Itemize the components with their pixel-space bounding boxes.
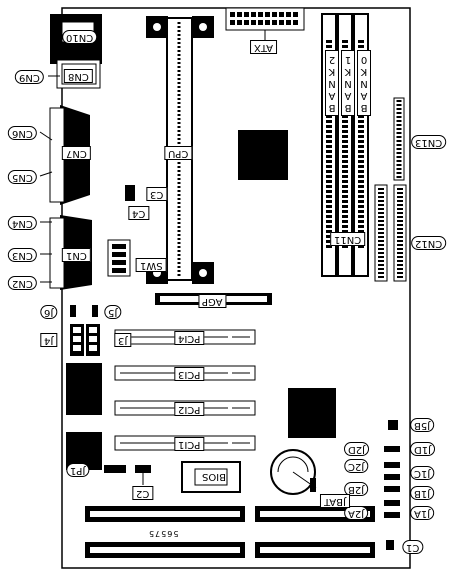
label-cn2: CN2 — [8, 276, 37, 290]
label-cn6: CN6 — [8, 126, 37, 140]
label-j2a: J2A — [344, 506, 369, 520]
label-cn5: CN5 — [8, 170, 37, 184]
label-bank0: BANK0 — [357, 50, 371, 116]
label-j5b: J5B — [410, 418, 435, 432]
label-jp1: JP1 — [66, 463, 90, 477]
label-pci3: PCI3 — [174, 367, 205, 381]
label-j4: J4 — [40, 333, 58, 347]
chip-left-1 — [66, 363, 102, 415]
label-j1a: J1A — [410, 506, 435, 520]
label-pci2: PCI2 — [174, 402, 205, 416]
label-sw1: SW1 — [136, 258, 167, 272]
label-cn3: CN3 — [8, 248, 37, 262]
label-j5: J5 — [104, 305, 122, 319]
label-cpu: CPU — [164, 146, 193, 160]
label-pci4: PCI4 — [174, 331, 205, 345]
isa-slots — [85, 506, 375, 558]
label-agp: AGP — [198, 294, 227, 308]
label-board-id: 56575 — [148, 529, 179, 538]
label-bios: BIOS — [202, 471, 227, 482]
pci-slots — [114, 329, 256, 451]
north-bridge-chip — [238, 130, 288, 180]
label-cn10: CN10 — [62, 30, 98, 44]
label-bank1: BANK1 — [341, 50, 355, 116]
south-bridge-chip — [288, 388, 336, 438]
label-cn9: CN9 — [15, 70, 44, 84]
label-bank2: BANK2 — [325, 50, 339, 116]
label-jbat: JBAT — [320, 494, 350, 508]
label-c3: C3 — [146, 187, 168, 201]
label-j6: J6 — [40, 305, 58, 319]
label-j1b: J1B — [410, 486, 435, 500]
label-c4: C4 — [128, 206, 150, 220]
label-cn1: CN1 — [62, 248, 91, 262]
label-cn7: CN7 — [62, 146, 91, 160]
label-j2d: J2D — [344, 442, 370, 456]
label-j2c: J2C — [344, 459, 369, 473]
label-pci1: PCI1 — [174, 437, 205, 451]
label-cn4: CN4 — [8, 216, 37, 230]
label-cn13: CN13 — [411, 135, 447, 149]
label-cn11: CN11 — [330, 232, 366, 246]
label-j3: J3 — [114, 333, 132, 347]
label-c2: C2 — [132, 486, 154, 500]
label-j1d: J1D — [410, 442, 436, 456]
label-c1: C1 — [402, 540, 424, 554]
label-atx: ATX — [250, 40, 278, 54]
label-cn8: CN8 — [64, 69, 93, 83]
label-cn12: CN12 — [411, 236, 447, 250]
cn13-header — [393, 97, 405, 181]
label-j1c: J1C — [410, 466, 435, 480]
atx-connector — [225, 7, 305, 31]
